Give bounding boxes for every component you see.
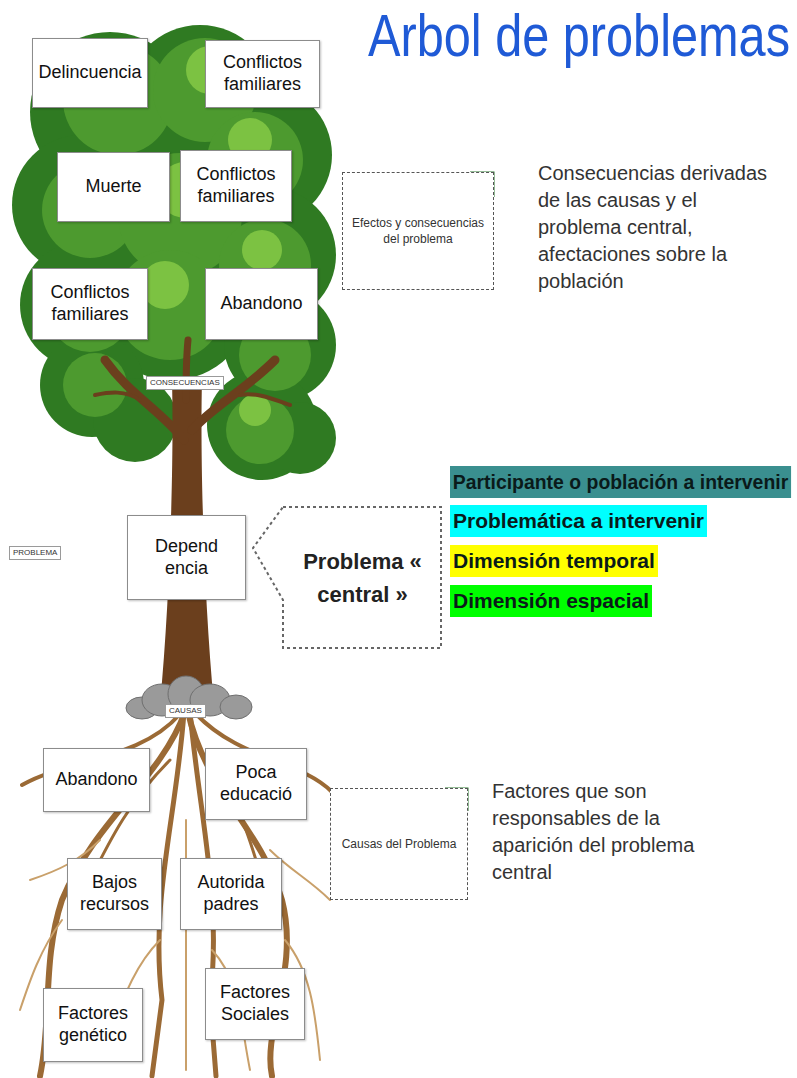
effect-box: Delincuencia: [32, 38, 148, 108]
node-text: Conflictos familiares: [37, 282, 143, 325]
dashed-callout: Efectos y consecuencias del problema: [342, 172, 494, 290]
node-text: Factores genético: [48, 1003, 138, 1046]
effect-box: Conflictos familiares: [180, 150, 292, 222]
highlight-band: Participante o población a intervenir: [450, 466, 791, 498]
highlight-band: Dimensión temporal: [450, 545, 658, 577]
node-text: Bajos recursos: [72, 872, 157, 915]
node-text: Factores Sociales: [210, 982, 300, 1025]
section-tag: CONSECUENCIAS: [146, 376, 224, 390]
effect-box: Conflictos familiares: [205, 40, 320, 108]
node-text: Problemática a intervenir: [453, 507, 704, 535]
node-text: Dimensión espacial: [453, 587, 649, 615]
node-text: Abandono: [220, 293, 302, 315]
diagram-title: Arbol de problemas: [368, 0, 790, 72]
section-tag: PROBLEMA: [9, 546, 61, 560]
node-text: Poca educació: [210, 762, 302, 805]
cause-box: Abandono: [43, 748, 150, 812]
callout-outline: [250, 505, 443, 650]
highlight-band: Problemática a intervenir: [450, 505, 707, 537]
node-text: Delincuencia: [38, 62, 141, 84]
cause-box: Factores Sociales: [205, 968, 305, 1040]
node-text: Muerte: [85, 176, 141, 198]
cause-box: Poca educació: [205, 748, 307, 820]
effect-box: Conflictos familiares: [32, 268, 148, 340]
highlight-band: Dimensión espacial: [450, 585, 652, 617]
node-text: Depend encia: [132, 536, 241, 579]
description-text: Factores que son responsables de la apar…: [492, 778, 742, 886]
node-text: Conflictos familiares: [210, 52, 315, 95]
node-text: Efectos y consecuencias del problema: [349, 215, 487, 247]
node-text: CONSECUENCIAS: [150, 379, 220, 387]
effect-box: Abandono: [205, 268, 318, 340]
node-text: Problema « central »: [288, 545, 437, 611]
node-text: Conflictos familiares: [185, 164, 287, 207]
node-text: Dimensión temporal: [453, 547, 655, 575]
central-problem-box: Depend encia: [127, 515, 246, 600]
node-text: CAUSAS: [169, 707, 202, 715]
node-text: Participante o población a intervenir: [453, 468, 788, 496]
cause-box: Factores genético: [43, 988, 143, 1062]
node-text: Causas del Problema: [342, 836, 457, 852]
effect-box: Muerte: [57, 152, 170, 222]
node-text: Abandono: [55, 769, 137, 791]
description-text: Consecuencias derivadas de las causas y …: [538, 160, 783, 295]
central-callout: Problema « central »: [250, 505, 443, 650]
dashed-callout: Causas del Problema: [330, 788, 468, 900]
cause-box: Autorida padres: [180, 858, 282, 930]
cause-box: Bajos recursos: [67, 858, 162, 930]
node-text: Autorida padres: [185, 872, 277, 915]
section-tag: CAUSAS: [165, 704, 206, 718]
node-text: PROBLEMA: [13, 549, 57, 557]
